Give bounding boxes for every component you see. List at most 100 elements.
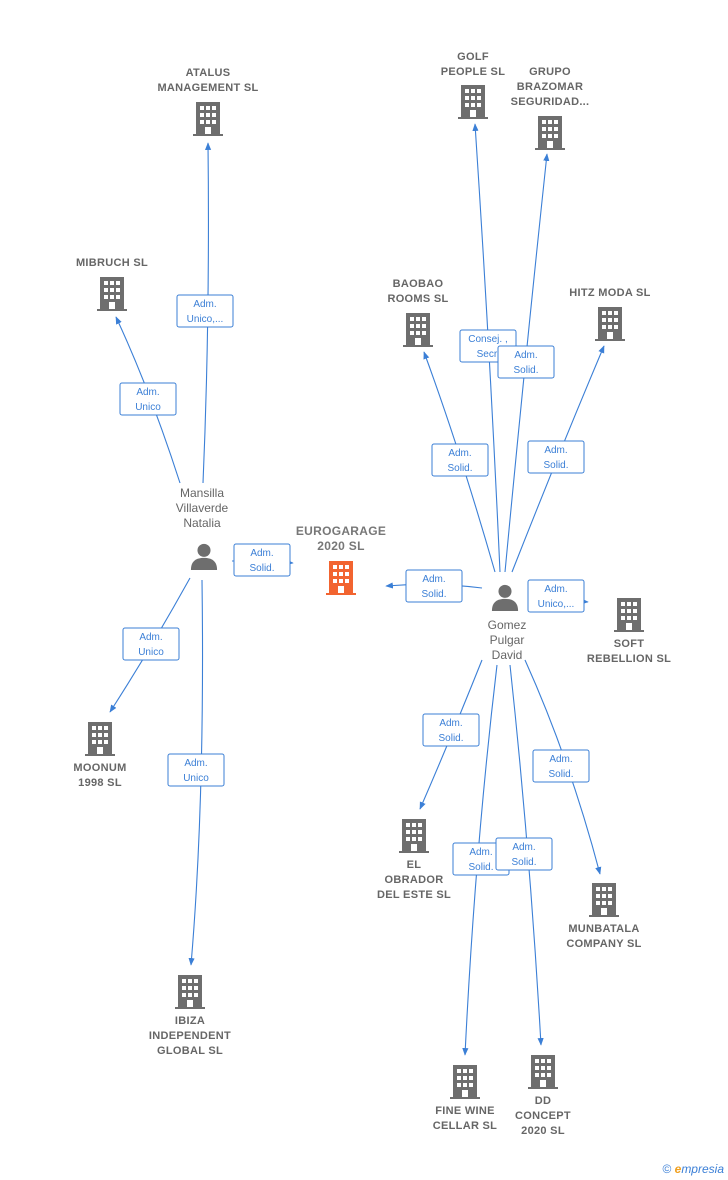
company-label: MIBRUCH SL [76,257,148,269]
edge-label-text: Adm. [139,632,162,643]
edge-mansilla-eurogarage[interactable]: Adm.Solid. [231,543,294,577]
edge-label-text: Adm. [469,847,492,858]
edge-label-box[interactable] [532,749,590,783]
building-icon[interactable] [193,102,223,136]
edge-label-text: Adm. [549,754,572,765]
company-label: MANAGEMENT SL [157,82,258,94]
edge-label-box[interactable] [422,713,480,747]
person-icon[interactable] [491,584,519,611]
company-node-brazomar[interactable]: GRUPO BRAZOMAR SEGURIDAD... [511,66,590,150]
brand-logo-initial: e [674,1162,682,1176]
person-label: Mansilla [180,486,224,500]
edge-label-box[interactable] [167,753,225,787]
edges-layer: Adm.Unico,...Adm.UnicoAdm.Solid.Adm.Unic… [109,123,605,1056]
company-label: MUNBATALA [568,923,639,935]
company-label: DD [535,1095,552,1107]
nodes-layer: ATALUS MANAGEMENT SL MIBRUCH SL GOLFPEOPLE … [73,51,671,1137]
company-label: GLOBAL SL [157,1045,223,1057]
edge-gomez-hitz[interactable]: Adm.Solid. [511,345,605,573]
edge-mansilla-atalus[interactable]: Adm.Unico,... [176,142,234,484]
building-icon[interactable] [535,116,565,150]
person-icon[interactable] [190,543,218,570]
edge-mansilla-mibruch[interactable]: Adm.Unico [115,316,181,484]
building-icon[interactable] [326,561,356,595]
edge-label-text: Adm. [184,758,207,769]
edge-label-text: Secr. [477,349,500,360]
building-icon[interactable] [175,975,205,1009]
building-icon[interactable] [85,722,115,756]
brand-logo-text: mpresia [681,1162,724,1176]
edge-gomez-finewine[interactable]: Adm.Solid. [452,664,510,1056]
edge-label-text: Solid. [548,769,573,780]
company-node-moonum[interactable]: MOONUM 1998 SL [73,722,126,789]
edge-label-box[interactable] [405,569,463,603]
edge-label-box[interactable] [527,579,585,613]
edge-mansilla-moonum[interactable]: Adm.Unico [109,577,191,713]
company-label: ATALUS [186,67,231,79]
company-label: 2020 SL [317,539,364,553]
edge-label-box[interactable] [431,443,489,477]
company-label: BAOBAO [393,278,444,290]
edge-label-box[interactable] [233,543,291,577]
building-icon[interactable] [97,277,127,311]
edge-gomez-baobao[interactable]: Adm.Solid. [423,351,496,573]
building-icon[interactable] [595,307,625,341]
edge-label-box[interactable] [497,345,555,379]
company-label: MOONUM [73,762,126,774]
company-label: SEGURIDAD... [511,96,590,108]
person-label: David [492,648,523,662]
building-icon[interactable] [614,598,644,632]
edge-mansilla-ibiza[interactable]: Adm. Unico [167,579,225,966]
company-label: OBRADOR [385,874,444,886]
edge-label-box[interactable] [122,627,180,661]
edge-gomez-dd[interactable]: Adm. Solid. [495,664,553,1046]
edge-label-box[interactable] [176,294,234,328]
person-label: Villaverde [176,501,229,515]
edge-label-text: Solid. [511,857,536,868]
company-label: 1998 SL [78,777,122,789]
edge-label-text: Unico,... [187,314,224,325]
building-icon[interactable] [450,1065,480,1099]
building-icon[interactable] [589,883,619,917]
company-label: HITZ MODA SL [569,287,650,299]
company-node-atalus[interactable]: ATALUS MANAGEMENT SL [157,67,258,136]
edge-gomez-obrador[interactable]: Adm.Solid. [419,659,483,810]
edge-label-box[interactable] [119,382,177,416]
edge-label-text: Consej. , [468,334,507,345]
company-node-mibruch[interactable]: MIBRUCH SL [76,257,148,311]
edge-label-box[interactable] [527,440,585,474]
edge-label-box[interactable] [495,837,553,871]
edge-gomez-eurogarage[interactable]: Adm.Solid. [385,569,483,603]
company-node-hitz[interactable]: HITZ MODA SL [569,287,650,341]
company-label: BRAZOMAR [517,81,584,93]
company-node-ibiza[interactable]: IBIZA INDEPENDENT GLOBAL SL [149,975,231,1057]
edge-label-text: Solid. [421,589,446,600]
building-icon[interactable] [403,313,433,347]
edge-gomez-munbatala[interactable]: Adm. Solid. [524,659,602,875]
building-icon[interactable] [528,1055,558,1089]
edge-label-text: Unico [135,402,161,413]
company-label: GOLF [457,51,489,63]
company-label: EUROGARAGE [296,524,386,538]
company-label: INDEPENDENT [149,1030,231,1042]
copyright-icon: © [662,1162,672,1176]
edge-label-text: Unico [183,773,209,784]
edge-gomez-soft[interactable]: Adm.Unico,... [527,579,589,613]
building-icon[interactable] [458,85,488,119]
person-label: Pulgar [490,633,525,647]
company-label: IBIZA [175,1015,205,1027]
building-icon[interactable] [399,819,429,853]
company-label: GRUPO [529,66,571,78]
edge-gomez-brazomar[interactable]: Adm.Solid. [497,153,555,573]
edge-label-text: Adm. [512,842,535,853]
